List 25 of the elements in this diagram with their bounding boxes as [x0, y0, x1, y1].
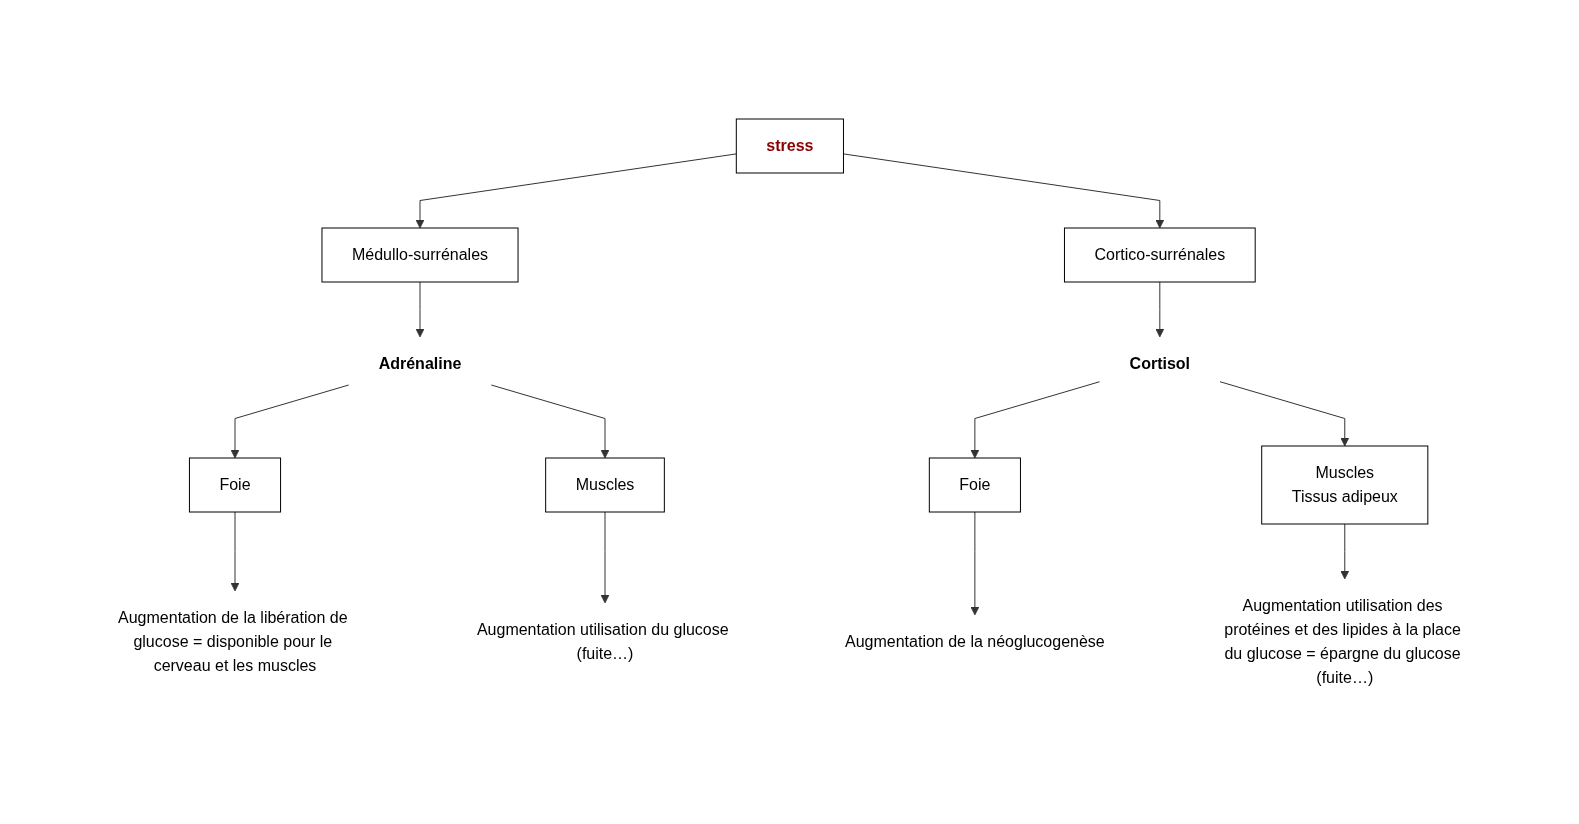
arrow	[490, 384, 609, 459]
node-box: Foie	[928, 457, 1021, 513]
node-box: Foie	[188, 457, 281, 513]
arrow	[600, 511, 609, 604]
node-box: Cortico-surrénales	[1063, 227, 1256, 283]
arrow	[1219, 381, 1349, 447]
arrow	[842, 153, 1164, 229]
node-text: Cortisol	[1129, 355, 1190, 372]
arrow	[415, 153, 737, 229]
arrow	[230, 511, 239, 592]
node-box: Muscles	[544, 457, 665, 513]
arrow	[1340, 523, 1349, 580]
node-box: stress	[735, 118, 844, 174]
node-box: Muscles Tissus adipeux	[1260, 445, 1428, 525]
node-text: Adrénaline	[378, 355, 461, 372]
arrow	[230, 384, 349, 459]
arrow	[1155, 281, 1164, 338]
node-box: Médullo-surrénales	[321, 227, 519, 283]
arrow	[970, 511, 979, 616]
node-text: Augmentation de la néoglucogenèse	[844, 633, 1105, 650]
arrow	[415, 281, 424, 338]
node-text: Augmentation de la libération de glucose = disponible pour le cerveau et les muscles	[117, 609, 348, 674]
node-text: Augmentation utilisation du glucose (fuite…)	[476, 621, 729, 662]
arrow	[970, 381, 1100, 459]
node-text: Augmentation utilisation des protéines et des lipides à la place du glucose = épargne du glucose (fuite…)	[1223, 597, 1461, 686]
